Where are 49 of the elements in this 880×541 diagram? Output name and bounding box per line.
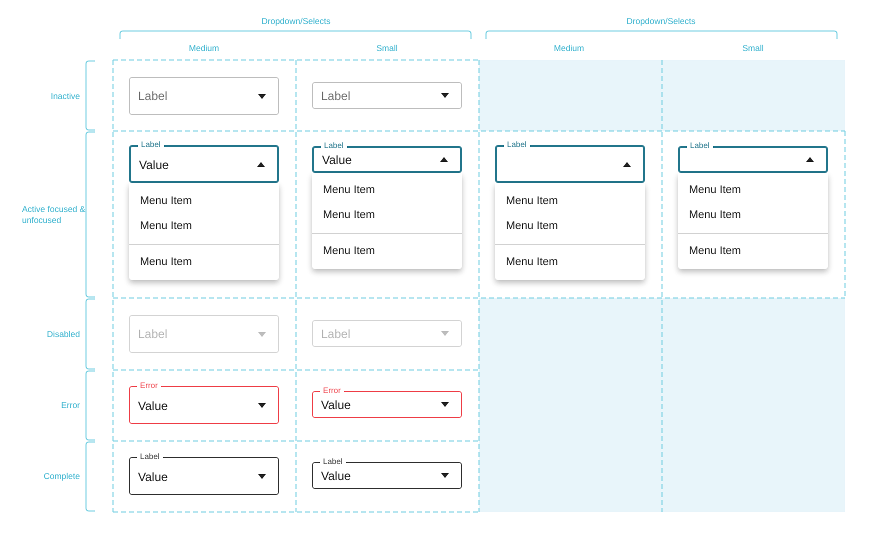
select-field <box>129 315 279 353</box>
field-label: Error <box>137 381 161 391</box>
select-field <box>312 82 462 109</box>
menu-item: Menu Item <box>140 195 192 208</box>
column-heading: Medium <box>554 43 584 54</box>
placeholder-text: Label <box>321 88 350 102</box>
field-label: Label <box>138 140 164 150</box>
dropdown-menu <box>495 183 645 280</box>
field-label: Error <box>320 386 344 396</box>
row-heading: Disabled <box>46 329 80 340</box>
dropdown-menu <box>129 183 279 280</box>
dropdown-menu <box>678 173 828 269</box>
menu-item: Menu Item <box>689 245 741 258</box>
field-value: Value <box>138 470 168 484</box>
field-value: Value <box>138 399 168 413</box>
menu-item: Menu Item <box>323 184 375 197</box>
row-heading: Complete <box>44 471 80 482</box>
field-value: Value <box>321 468 351 482</box>
menu-item: Menu Item <box>689 184 741 197</box>
menu-item: Menu Item <box>140 220 192 233</box>
select-field <box>129 77 279 115</box>
menu-item: Menu Item <box>323 245 375 258</box>
row-heading: Error <box>61 400 80 411</box>
menu-item: Menu Item <box>506 220 558 233</box>
row-heading: Active focused & unfocused <box>22 204 86 226</box>
group-heading: Dropdown/Selects <box>626 16 696 27</box>
field-label: Label <box>320 457 346 467</box>
placeholder-text: Label <box>321 326 350 340</box>
dropdown-menu <box>312 173 462 269</box>
field-label: Label <box>687 141 713 151</box>
column-heading: Small <box>376 43 398 54</box>
column-heading: Medium <box>188 43 220 54</box>
menu-item: Menu Item <box>140 256 192 269</box>
menu-item: Menu Item <box>323 209 375 222</box>
placeholder-text: Label <box>138 89 168 103</box>
row-heading: Inactive <box>50 91 80 102</box>
menu-item: Menu Item <box>689 209 741 222</box>
placeholder-text: Label <box>138 327 168 341</box>
field-value: Value <box>139 158 169 172</box>
field-label: Label <box>321 141 347 151</box>
select-field <box>312 320 462 347</box>
menu-item: Menu Item <box>506 195 558 208</box>
field-label: Label <box>504 140 530 150</box>
group-heading: Dropdown/Selects <box>262 16 330 27</box>
column-heading: Small <box>742 43 764 54</box>
menu-item: Menu Item <box>506 256 558 269</box>
field-value: Value <box>321 398 351 412</box>
field-value: Value <box>322 152 352 166</box>
field-label: Label <box>137 452 163 462</box>
